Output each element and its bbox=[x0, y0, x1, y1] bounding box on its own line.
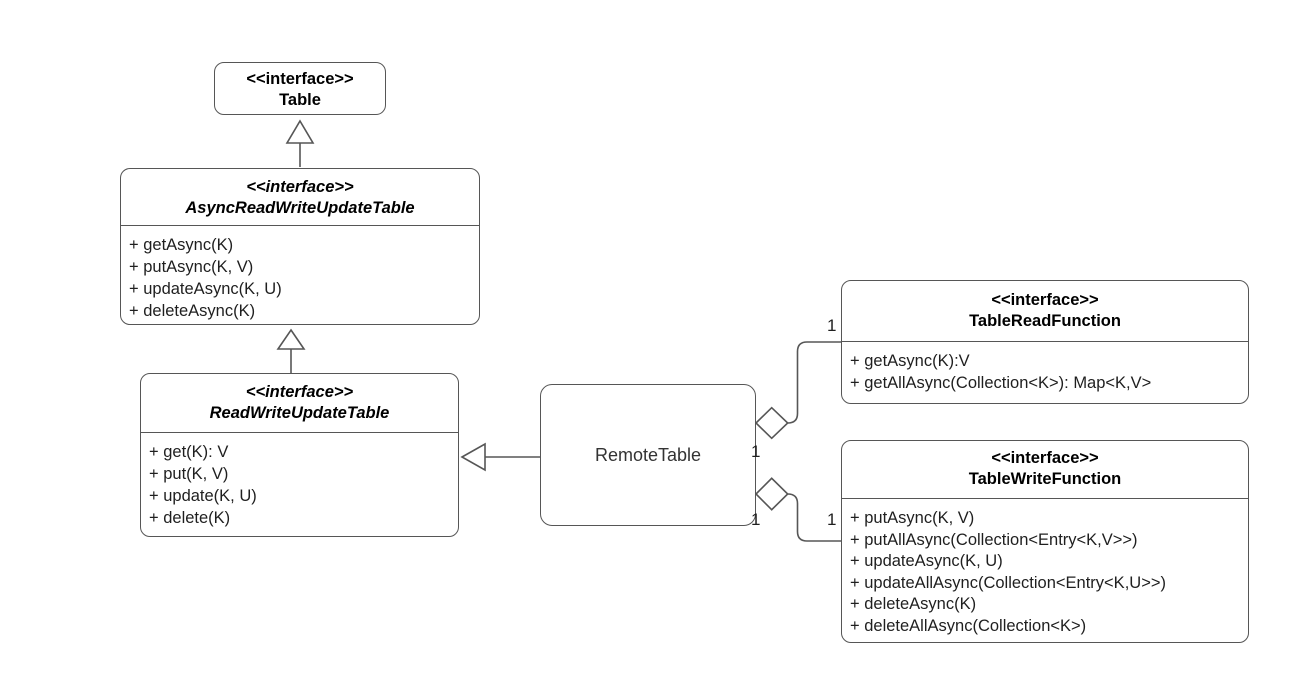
class-name: RemoteTable bbox=[594, 444, 702, 465]
method: + updateAsync(K, U) bbox=[850, 552, 1003, 570]
class-name: TableWriteFunction bbox=[968, 470, 1122, 488]
generalization-arrow-icon bbox=[285, 119, 315, 144]
class-box-remote-table: RemoteTable bbox=[540, 384, 756, 526]
class-box-table-read-function: <<interface>> TableReadFunction + getAsy… bbox=[841, 280, 1249, 404]
class-header: <<interface>> TableWriteFunction bbox=[842, 441, 1248, 499]
method: + put(K, V) bbox=[149, 465, 229, 483]
method: + deleteAsync(K) bbox=[129, 302, 256, 320]
multiplicity-label: 1 bbox=[751, 442, 761, 461]
class-stereotype: <<interface>> bbox=[246, 178, 354, 196]
method: + getAsync(K) bbox=[129, 236, 234, 254]
method: + updateAsync(K, U) bbox=[129, 280, 282, 298]
methods-compartment: + getAsync(K):V + getAllAsync(Collection… bbox=[842, 342, 1248, 394]
class-stereotype: <<interface>> bbox=[991, 291, 1099, 309]
class-box-async-read-write-update-table: <<interface>> AsyncReadWriteUpdateTable … bbox=[120, 168, 480, 325]
methods-compartment: + putAsync(K, V) + putAllAsync(Collectio… bbox=[842, 499, 1248, 637]
class-stereotype: <<interface>> bbox=[991, 449, 1099, 467]
method: + putAsync(K, V) bbox=[129, 258, 254, 276]
aggregation-diamond-icon bbox=[754, 406, 789, 440]
class-box-table-write-function: <<interface>> TableWriteFunction + putAs… bbox=[841, 440, 1249, 643]
method: + deleteAllAsync(Collection<K>) bbox=[850, 616, 1087, 635]
method: + get(K): V bbox=[149, 443, 229, 461]
connector-line bbox=[787, 341, 841, 424]
method: + update(K, U) bbox=[149, 487, 257, 505]
method: + putAsync(K, V) bbox=[850, 509, 975, 527]
class-name: ReadWriteUpdateTable bbox=[209, 404, 390, 422]
multiplicity-label: 1 bbox=[751, 510, 761, 529]
aggregation-diamond-icon bbox=[754, 477, 789, 511]
class-header: <<interface>> AsyncReadWriteUpdateTable bbox=[121, 169, 479, 226]
method: + getAllAsync(Collection<K>): Map<K,V> bbox=[850, 374, 1152, 392]
method: + updateAllAsync(Collection<Entry<K,U>>) bbox=[850, 573, 1166, 592]
method: + deleteAsync(K) bbox=[850, 595, 977, 613]
class-name: AsyncReadWriteUpdateTable bbox=[185, 199, 415, 217]
method: + delete(K) bbox=[149, 509, 231, 527]
methods-compartment: + get(K): V + put(K, V) + update(K, U) +… bbox=[141, 433, 458, 529]
class-header: <<interface>> ReadWriteUpdateTable bbox=[141, 374, 458, 433]
multiplicity-label: 1 bbox=[827, 316, 837, 335]
multiplicity-label: 1 bbox=[827, 510, 837, 529]
class-box-read-write-update-table: <<interface>> ReadWriteUpdateTable + get… bbox=[140, 373, 459, 537]
class-header: <<interface>> TableReadFunction bbox=[842, 281, 1248, 342]
class-name: Table bbox=[279, 91, 321, 109]
realization-arrow-icon bbox=[460, 442, 486, 472]
class-stereotype: <<interface>> bbox=[246, 70, 354, 88]
generalization-arrow-icon bbox=[276, 328, 306, 350]
method: + putAllAsync(Collection<Entry<K,V>>) bbox=[850, 530, 1138, 549]
class-stereotype: <<interface>> bbox=[245, 383, 354, 401]
class-name: TableReadFunction bbox=[969, 312, 1121, 330]
class-header: <<interface>> Table bbox=[215, 63, 385, 111]
methods-compartment: + getAsync(K) + putAsync(K, V) + updateA… bbox=[121, 226, 479, 322]
method: + getAsync(K):V bbox=[850, 352, 970, 370]
class-box-table: <<interface>> Table bbox=[214, 62, 386, 115]
